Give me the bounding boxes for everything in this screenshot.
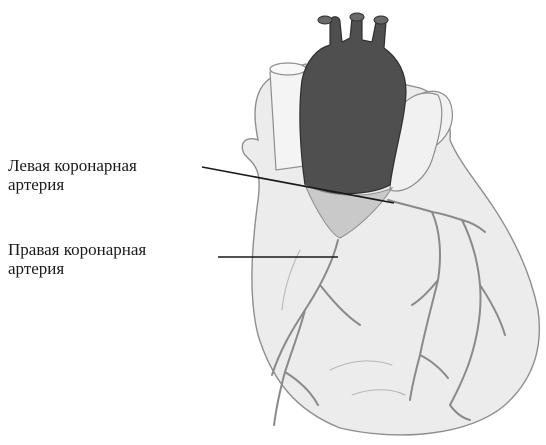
left-coronary-artery-label-line1: Левая коронарная (8, 156, 137, 175)
svc-opening (270, 63, 306, 75)
aorta-branch-3 (374, 16, 388, 24)
right-coronary-artery-label-line2: артерия (8, 259, 146, 278)
aorta (300, 14, 406, 194)
right-coronary-artery-label-line1: Правая коронарная (8, 240, 146, 259)
right-coronary-artery-label: Правая коронарная артерия (8, 240, 146, 278)
left-coronary-artery-label: Левая коронарная артерия (8, 156, 137, 194)
aorta-branch-2 (350, 13, 364, 21)
aorta-branch-1 (318, 16, 332, 24)
left-coronary-artery-label-line2: артерия (8, 175, 137, 194)
